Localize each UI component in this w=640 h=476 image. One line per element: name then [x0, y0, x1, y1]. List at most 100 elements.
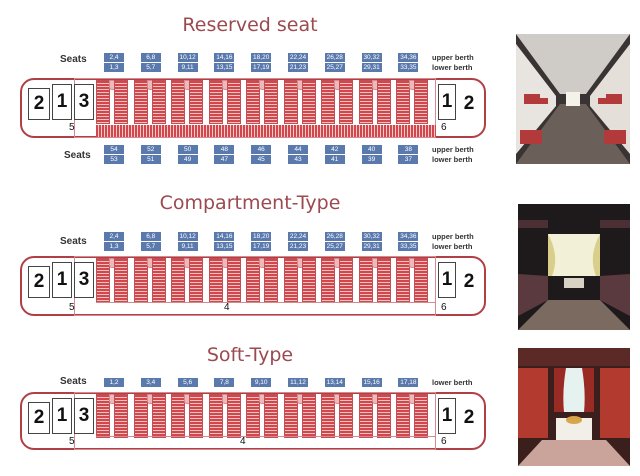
seat-number-box: 18,20 [251, 232, 272, 241]
berth-pair [94, 258, 132, 302]
reserved-seat-photo [516, 34, 630, 164]
end-compartment-1-right: 1 [438, 84, 456, 120]
berth-pair [357, 394, 395, 438]
berth-pair [319, 394, 357, 438]
seat-number-box: 18,20 [251, 53, 272, 62]
seat-number-box: 52 [140, 145, 161, 154]
seat-number-box: 10,12 [177, 232, 198, 241]
end-compartment-2-right: 2 [458, 266, 480, 298]
corridor [96, 436, 436, 449]
seat-number-box: 45 [251, 155, 272, 164]
berth-pair [319, 80, 357, 124]
seat-number-box: 29,31 [361, 63, 382, 72]
seat-number-box: 40 [361, 145, 382, 154]
end-compartment-2: 2 [28, 88, 50, 120]
seat-number-box: 1,3 [104, 242, 124, 251]
mark-4: 4 [240, 436, 246, 447]
seat-number-box: 39 [361, 155, 382, 164]
seat-number-box: 53 [104, 155, 124, 164]
mark-6: 6 [441, 122, 447, 133]
berth-pair [357, 80, 395, 124]
seat-number-box: 2,4 [104, 53, 124, 62]
berth-row [94, 394, 432, 438]
seat-number-box: 50 [177, 145, 198, 154]
berth-pair [207, 394, 245, 438]
seat-number-box: 13,15 [214, 63, 235, 72]
berth-pair [244, 80, 282, 124]
seat-number-box: 37 [398, 155, 419, 164]
seat-number-box: 42 [324, 145, 345, 154]
seat-number-box: 17,19 [251, 242, 272, 251]
seat-number-box: 17,19 [251, 63, 272, 72]
upper-seat-numbers: 2,4 6,8 10,12 14,16 18,20 22,24 26,28 30… [104, 232, 435, 241]
seats-label: Seats [60, 54, 87, 65]
compartment-photo [518, 204, 630, 330]
end-compartment-3: 3 [74, 262, 94, 298]
seat-number-box: 17,18 [398, 378, 419, 387]
seat-number-box: 5,6 [177, 378, 198, 387]
seat-number-box: 49 [177, 155, 198, 164]
seat-number-box: 13,15 [214, 242, 235, 251]
berth-pair [207, 80, 245, 124]
mark-5: 5 [69, 436, 75, 447]
seats-label: Seats [60, 376, 87, 387]
seat-number-box: 41 [324, 155, 345, 164]
mark-6: 6 [441, 302, 447, 313]
berth-pair [394, 80, 432, 124]
berth-pair [207, 258, 245, 302]
berth-pair [394, 394, 432, 438]
seat-number-box: 34,36 [398, 232, 419, 241]
soft-type-photo-image [518, 348, 630, 466]
upper-berth-label: upper berth [432, 232, 474, 241]
seat-number-box: 34,36 [398, 53, 419, 62]
seat-number-box: 44 [287, 145, 308, 154]
berth-pair [357, 258, 395, 302]
lower-berth-label: lower berth [432, 242, 473, 251]
seat-number-box: 43 [287, 155, 308, 164]
seat-number-box: 33,35 [398, 63, 419, 72]
seat-number-box: 15,16 [361, 378, 382, 387]
end-compartment-1: 1 [52, 398, 72, 434]
lower-seat-numbers: 1,3 5,7 9,11 13,15 17,19 21,23 25,27 29,… [104, 63, 435, 72]
berth-pair [282, 80, 320, 124]
seat-number-box: 6,8 [140, 232, 161, 241]
upper-berth-label: upper berth [432, 145, 474, 154]
seat-number-box: 54 [104, 145, 124, 154]
lower-seat-numbers: 1,2 3,4 5,6 7,8 9,10 11,12 13,14 15,16 1… [104, 378, 435, 387]
seat-number-box: 1,3 [104, 63, 124, 72]
seat-number-box: 30,32 [361, 53, 382, 62]
end-compartment-1-right: 1 [438, 262, 456, 298]
end-compartment-2-right: 2 [458, 88, 480, 120]
seat-number-box: 46 [251, 145, 272, 154]
seat-number-box: 26,28 [324, 53, 345, 62]
berth-pair [244, 394, 282, 438]
seat-number-box: 25,27 [324, 63, 345, 72]
mark-4: 4 [224, 302, 230, 313]
lower-seat-numbers: 1,3 5,7 9,11 13,15 17,19 21,23 25,27 29,… [104, 242, 435, 251]
seat-number-box: 1,2 [104, 378, 124, 387]
berth-pair [132, 394, 170, 438]
seat-number-box: 11,12 [287, 378, 308, 387]
seat-number-box: 25,27 [324, 242, 345, 251]
seat-number-box: 9,11 [177, 63, 198, 72]
soft-type-photo [518, 348, 630, 466]
end-compartment-2: 2 [28, 266, 50, 298]
berth-pair [132, 258, 170, 302]
reserved-seat-photo-image [516, 34, 630, 164]
seat-number-box: 22,24 [287, 232, 308, 241]
seat-number-box: 3,4 [140, 378, 161, 387]
end-compartment-1: 1 [52, 262, 72, 298]
seat-number-box: 5,7 [140, 63, 161, 72]
end-compartment-1-right: 1 [438, 398, 456, 434]
end-compartment-3: 3 [74, 84, 94, 120]
lower-berth-label: lower berth [432, 155, 473, 164]
berth-pair [319, 258, 357, 302]
section-title-reserved: Reserved seat [182, 14, 318, 36]
berth-pair [169, 394, 207, 438]
seat-number-box: 9,10 [251, 378, 272, 387]
mark-5: 5 [69, 302, 75, 313]
berth-row [94, 80, 432, 124]
seat-number-box: 7,8 [214, 378, 235, 387]
seat-number-box: 13,14 [324, 378, 345, 387]
lower-berth-label: lower berth [432, 63, 473, 72]
